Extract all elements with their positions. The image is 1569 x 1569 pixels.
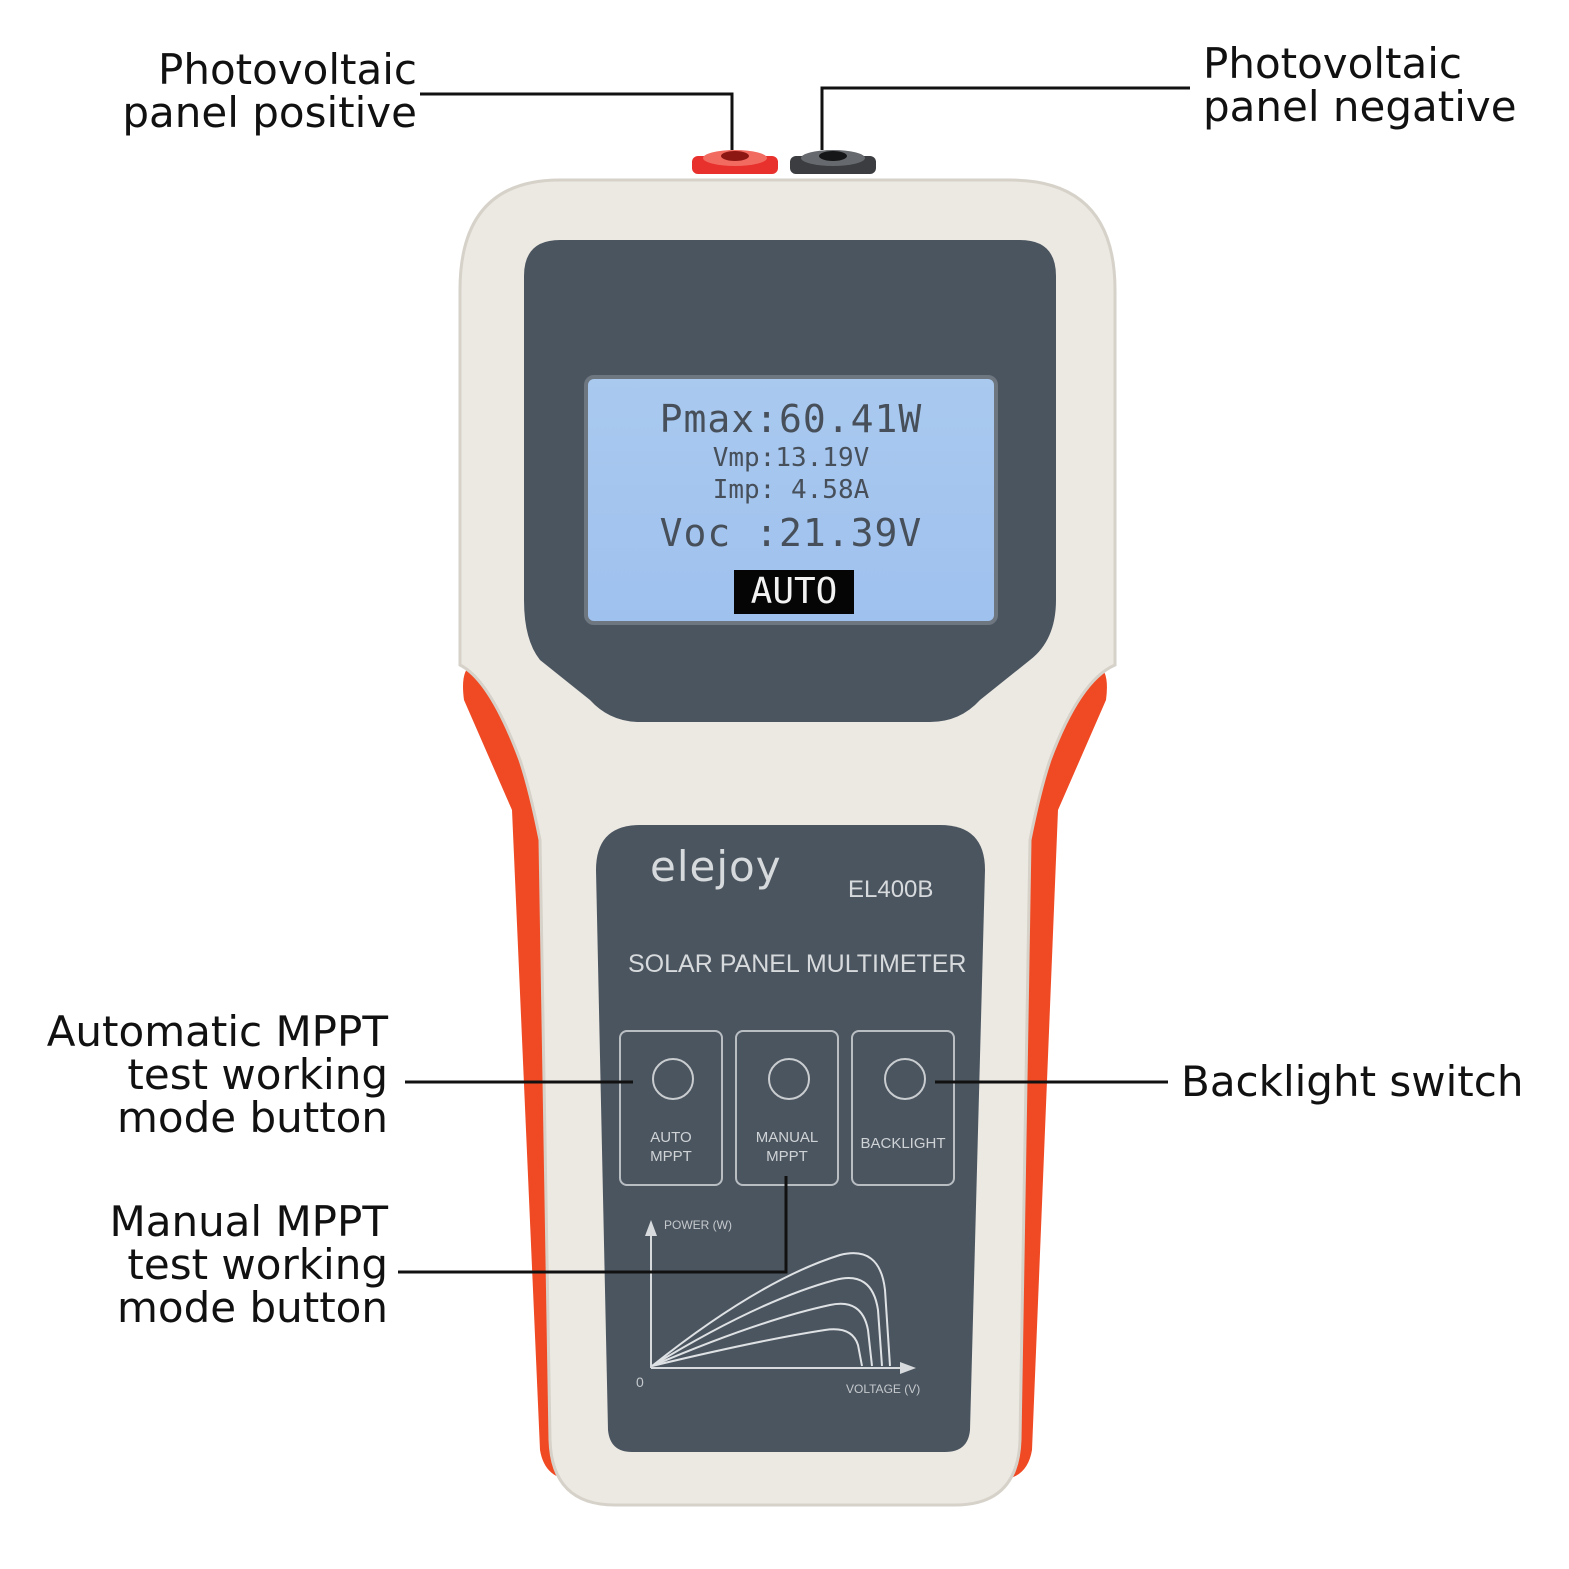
voc-readout: Voc :21.39V [659, 511, 923, 555]
leader-manual-mppt [398, 1176, 788, 1274]
callout-pv-negative-line-2: panel negative [1203, 82, 1517, 131]
backlight-button-cap[interactable] [884, 1058, 926, 1100]
pv-curve-graph [645, 1220, 916, 1374]
manual-mppt-label-2: MPPT [766, 1148, 808, 1165]
graph-y-label: POWER (W) [664, 1218, 732, 1232]
mode-indicator: AUTO [734, 570, 854, 614]
callout-pv-negative: Photovoltaic panel negative [1203, 42, 1517, 128]
graph-origin: 0 [636, 1374, 644, 1390]
auto-mppt-button-cap[interactable] [652, 1058, 694, 1100]
vmp-readout: Vmp:13.19V [712, 443, 870, 473]
backlight-button[interactable]: BACKLIGHT [851, 1030, 955, 1186]
imp-readout: Imp: 4.58A [712, 475, 870, 505]
pmax-readout: Pmax:60.41W [659, 397, 923, 441]
callout-pv-positive-line-1: Photovoltaic [158, 45, 417, 94]
auto-mppt-label-2: MPPT [650, 1148, 692, 1165]
callout-backlight: Backlight switch [1181, 1060, 1523, 1103]
manual-mppt-button-cap[interactable] [768, 1058, 810, 1100]
callout-pv-positive: Photovoltaic panel positive [122, 48, 417, 134]
callout-manual-mppt-line-1: Manual MPPT [109, 1197, 388, 1246]
model-label: EL400B [848, 876, 934, 903]
power-curve-4 [651, 1328, 863, 1367]
power-curve-3 [651, 1302, 873, 1367]
positive-terminal[interactable] [692, 150, 778, 174]
graph-x-label: VOLTAGE (V) [846, 1382, 921, 1396]
callout-auto-mppt-line-3: mode button [117, 1093, 388, 1142]
callout-manual-mppt: Manual MPPT test working mode button [109, 1200, 388, 1329]
negative-terminal[interactable] [790, 150, 876, 174]
lcd-screen: Pmax:60.41W Vmp:13.19V Imp: 4.58A Voc :2… [584, 375, 998, 625]
callout-backlight-line-1: Backlight switch [1181, 1057, 1524, 1106]
device-subtitle: SOLAR PANEL MULTIMETER [628, 950, 967, 978]
brand-logo: elejoy [650, 842, 782, 891]
leader-pv-negative [820, 86, 1190, 150]
callout-manual-mppt-line-2: test working [127, 1240, 388, 1289]
x-axis-arrow [900, 1362, 916, 1374]
callout-pv-positive-line-2: panel positive [122, 88, 417, 137]
auto-mppt-label-1: AUTO [650, 1129, 692, 1146]
control-panel [596, 825, 985, 1452]
power-curve-1 [651, 1252, 891, 1367]
callout-pv-negative-line-1: Photovoltaic [1203, 39, 1462, 88]
callout-auto-mppt-line-2: test working [127, 1050, 388, 1099]
y-axis-arrow [645, 1220, 657, 1236]
power-curve-2 [651, 1277, 883, 1367]
callout-manual-mppt-line-3: mode button [117, 1283, 388, 1332]
backlight-label: BACKLIGHT [860, 1135, 946, 1152]
leader-pv-positive [420, 92, 734, 150]
callout-auto-mppt-line-1: Automatic MPPT [46, 1007, 388, 1056]
callout-auto-mppt: Automatic MPPT test working mode button [47, 1010, 388, 1139]
auto-mppt-button[interactable]: AUTO MPPT [619, 1030, 723, 1186]
manual-mppt-label-1: MANUAL [755, 1129, 819, 1146]
